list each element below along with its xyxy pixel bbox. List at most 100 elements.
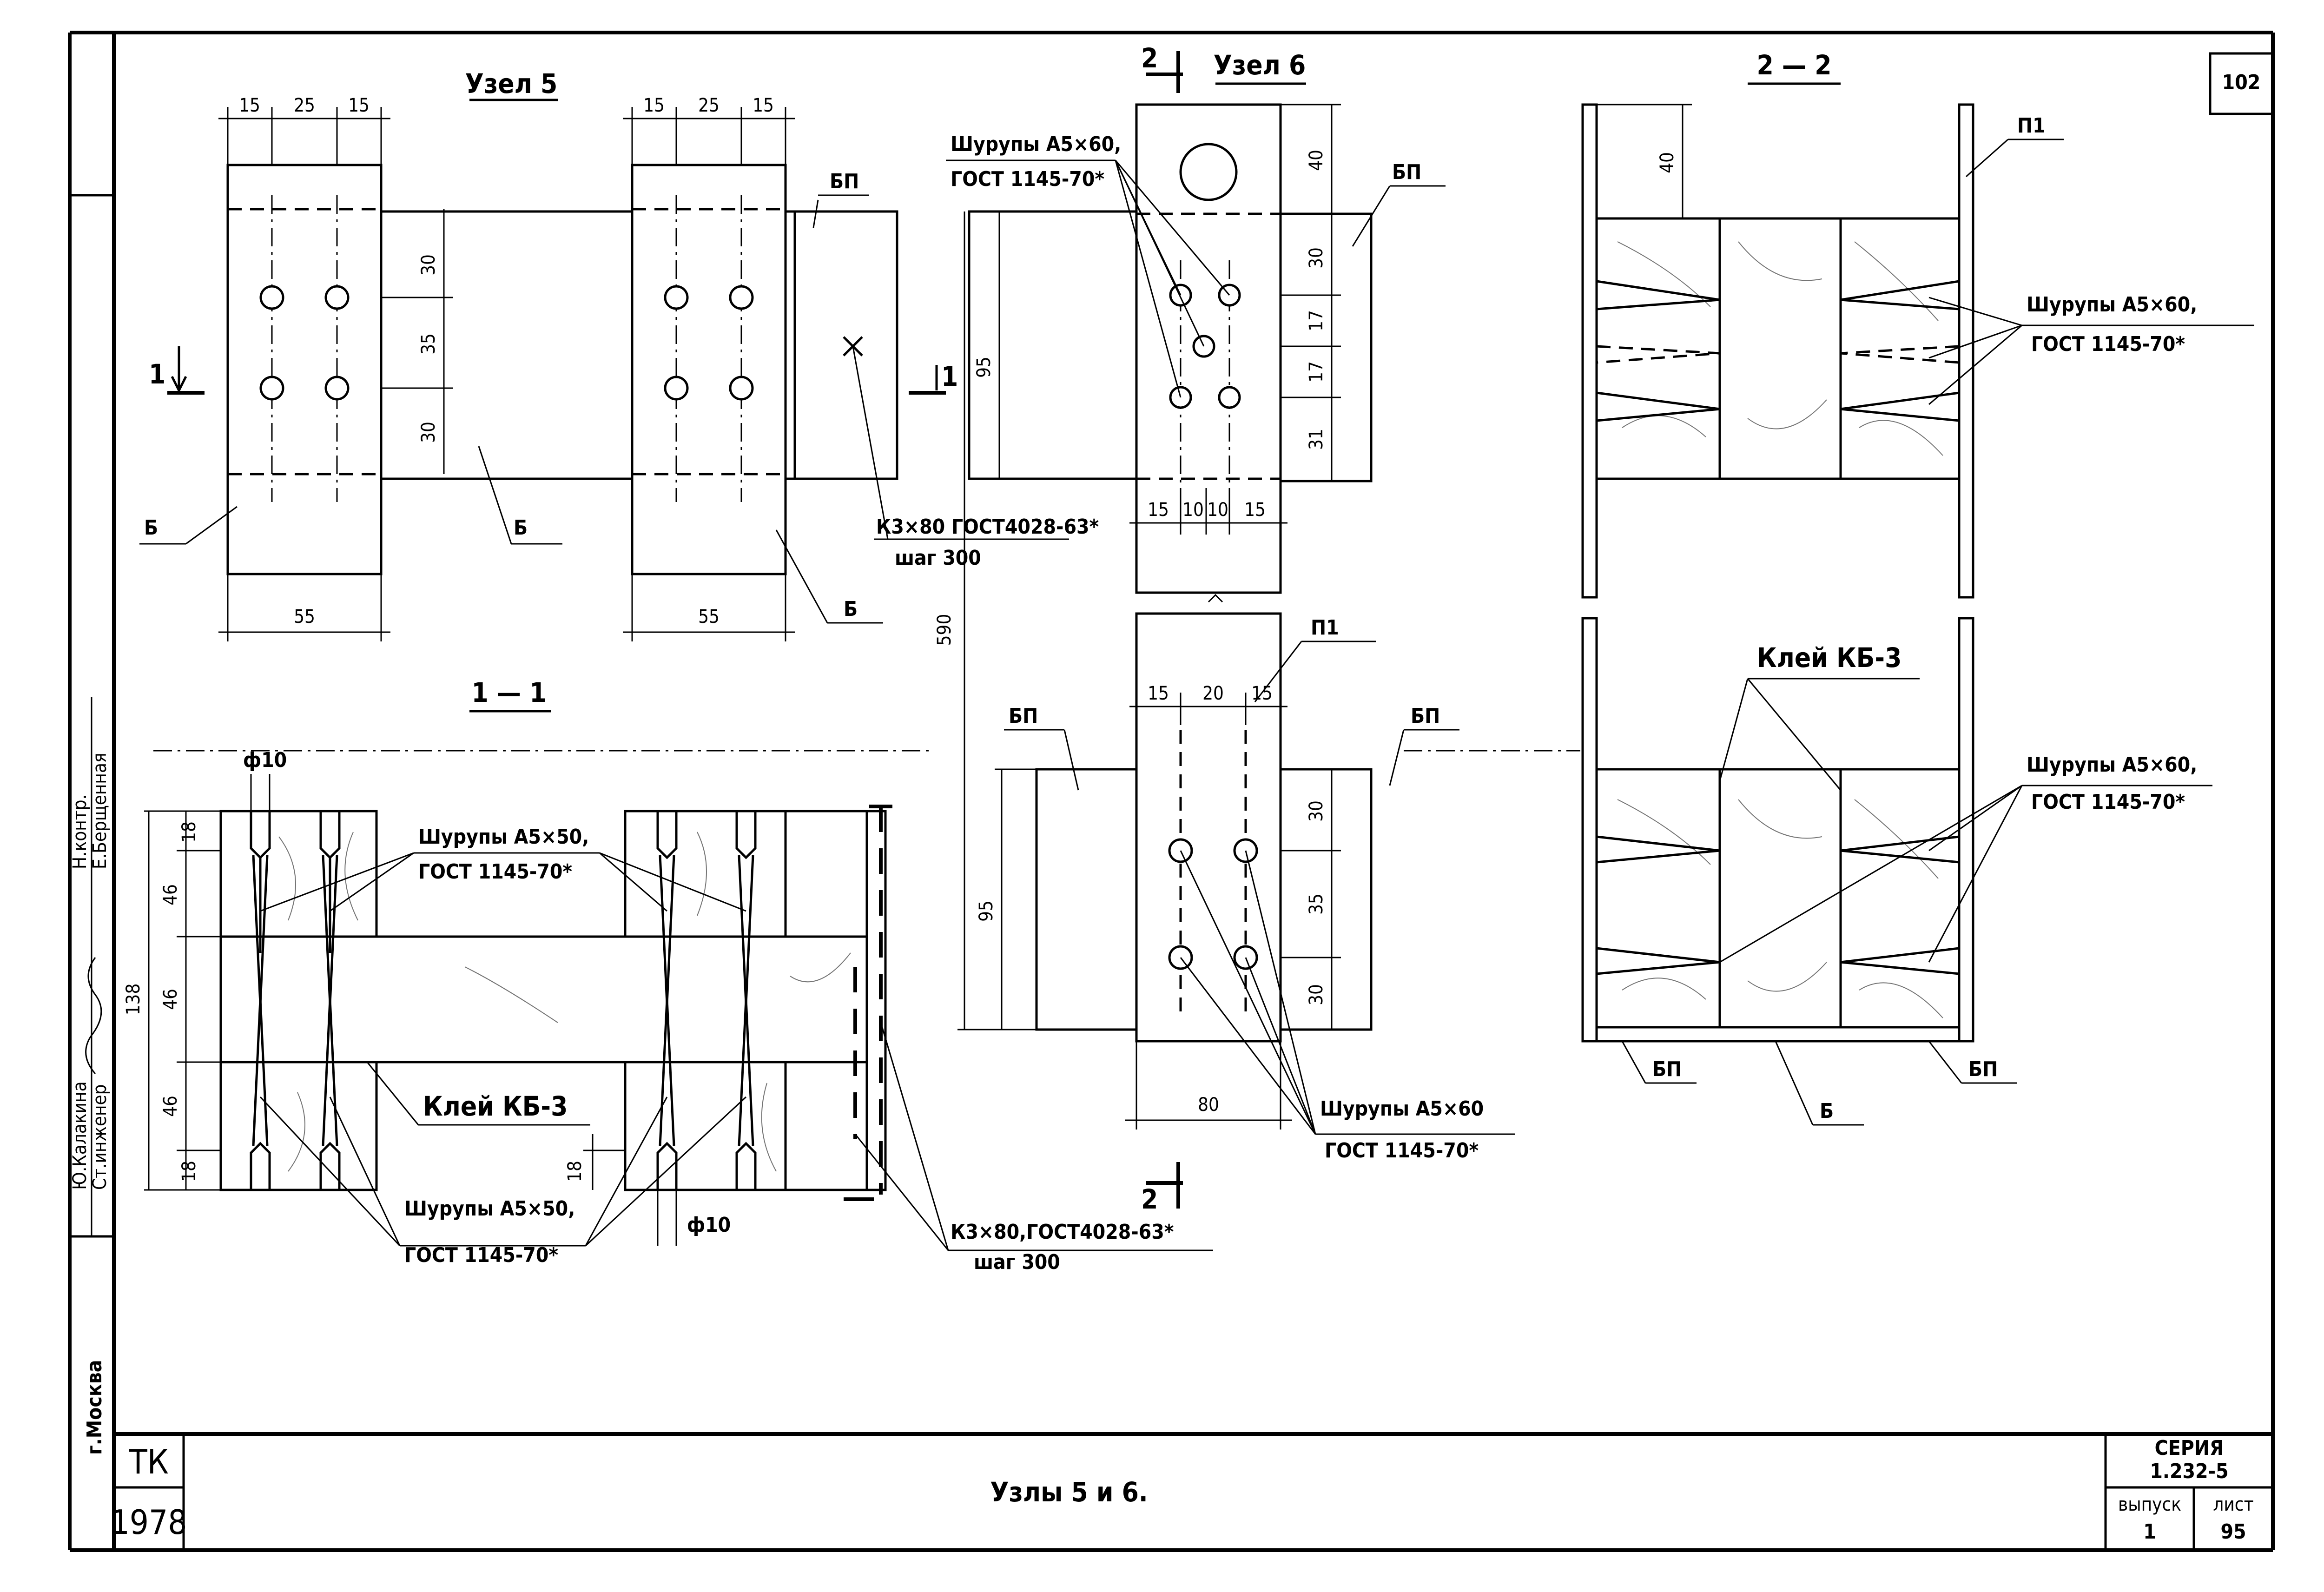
series-value: 1.232-5 xyxy=(2150,1460,2228,1483)
node5-dim-top-1: 15 xyxy=(239,95,260,116)
issue-label: выпуск xyxy=(2118,1494,2181,1515)
node6-dim-lh-2: 20 xyxy=(1202,683,1224,704)
node6-dim-h-2: 10 xyxy=(1182,499,1204,521)
sheet-title: Узлы 5 и 6. xyxy=(990,1476,1148,1508)
node5-dim-v-3: 30 xyxy=(418,422,439,443)
node5-dim-v-2: 35 xyxy=(418,333,439,355)
node5-section-mark-right: 1 xyxy=(941,361,958,392)
node6-dim-lv-1: 30 xyxy=(1306,800,1327,822)
section11-screws-label: Шурупы А5×50, xyxy=(418,825,589,849)
node6-label-p1: П1 xyxy=(1311,616,1339,640)
node6-dim-v-2: 30 xyxy=(1306,247,1327,269)
issue-value: 1 xyxy=(2143,1520,2156,1544)
section22-screws-gost: ГОСТ 1145-70* xyxy=(2031,332,2185,356)
section22-screws-label: Шурупы А5×60, xyxy=(2027,293,2197,317)
node5-nail-step: шаг 300 xyxy=(895,546,981,570)
node5-plan: Узел 5 15 25 15 55 30 35 30 xyxy=(139,68,1099,641)
stamp-role-1: Ст.инженер xyxy=(89,1084,111,1190)
node6-dim-h-3: 10 xyxy=(1207,499,1228,521)
stamp-name-1: Е.Берщенная xyxy=(89,753,111,869)
node5-section-mark-left: 1 xyxy=(149,358,165,390)
node5-dim-top-6: 15 xyxy=(753,95,774,116)
node6-dim-v-1: 40 xyxy=(1306,150,1327,171)
node6-section-mark-top: 2 xyxy=(1141,42,1158,74)
section11-dim-3: 46 xyxy=(160,989,181,1010)
node5-label-b-2: Б xyxy=(514,516,528,540)
node5-label-bp: БП xyxy=(830,170,859,193)
section11-dim-total: 138 xyxy=(123,984,144,1016)
node6-dim-h-4: 15 xyxy=(1244,499,1266,521)
stamp-name-2: Ю.Калакина xyxy=(69,1081,91,1190)
node5-title: Узел 5 xyxy=(465,68,558,99)
section-2-2: 2 — 2 40 П1 Шурупы А5×60, ГОСТ 1145-70* xyxy=(1581,49,2254,1126)
side-stamp: Е.Берщенная Ст.инженер Н.контр. Ю.Калаки… xyxy=(69,194,114,1455)
node5-dim-top-3: 15 xyxy=(348,95,370,116)
section22-label-bp-left: БП xyxy=(1652,1057,1682,1081)
node5-nail-label: К3×80 ГОСТ4028-63* xyxy=(876,515,1099,539)
section22-label-b: Б xyxy=(1820,1099,1834,1123)
title-block: ТК 1978 Узлы 5 и 6. СЕРИЯ 1.232-5 выпуск… xyxy=(111,1432,2273,1550)
series-label: СЕРИЯ xyxy=(2155,1436,2224,1460)
node6-section-mark-bottom: 2 xyxy=(1141,1183,1158,1215)
node6-screws-label: Шурупы А5×60, xyxy=(951,132,1121,156)
section11-screws-gost: ГОСТ 1145-70* xyxy=(418,860,572,884)
node6-label-bp-top: БП xyxy=(1392,160,1421,184)
node6-label-bp-left: БП xyxy=(1009,704,1038,728)
section11-dia-bottom: ф10 xyxy=(687,1213,731,1237)
section11-title: 1 — 1 xyxy=(471,677,546,708)
node6-dim-lv-3: 30 xyxy=(1306,984,1327,1005)
section11-glue-label: Клей КБ-3 xyxy=(423,1090,568,1122)
node6-label-bp-right: БП xyxy=(1411,704,1440,728)
node6-dim-590: 590 xyxy=(934,614,955,646)
node6-dim-95-top: 95 xyxy=(973,357,995,378)
node5-dim-bottom-right: 55 xyxy=(698,606,720,628)
section11-nail-label: К3×80,ГОСТ4028-63* xyxy=(951,1220,1174,1244)
sheet-label: лист xyxy=(2213,1494,2253,1515)
section11-screws-gost2: ГОСТ 1145-70* xyxy=(404,1243,558,1267)
node5-dim-top-5: 25 xyxy=(698,95,720,116)
section11-dim-18: 18 xyxy=(564,1161,586,1182)
node6-dim-v-3: 17 xyxy=(1306,310,1327,331)
node6-title: Узел 6 xyxy=(1214,49,1306,81)
node6-screws-gost: ГОСТ 1145-70* xyxy=(951,167,1104,191)
city-label: г.Москва xyxy=(83,1360,106,1455)
section11-dim-1: 18 xyxy=(178,821,200,843)
section11-dim-4: 46 xyxy=(160,1096,181,1117)
node5-dim-v-1: 30 xyxy=(418,254,439,276)
section22-glue-label: Клей КБ-3 xyxy=(1757,642,1901,674)
section22-dim-40: 40 xyxy=(1657,152,1678,173)
node6-dim-95-bottom: 95 xyxy=(976,900,997,922)
section22-title: 2 — 2 xyxy=(1756,49,1831,81)
node6-dim-lh-1: 15 xyxy=(1148,683,1169,704)
node5-label-b-1: Б xyxy=(144,516,158,540)
node6-dim-h-1: 15 xyxy=(1148,499,1169,521)
node6-screws-gost2: ГОСТ 1145-70* xyxy=(1325,1139,1479,1163)
stamp-role-2: Н.контр. xyxy=(69,794,91,869)
section11-dia-top: ф10 xyxy=(243,748,287,772)
sheet-frame: 10 2 xyxy=(68,31,2275,1552)
node6-dim-v-5: 31 xyxy=(1306,429,1327,450)
sheet-value: 95 xyxy=(2220,1520,2246,1544)
section22-screws-gost2: ГОСТ 1145-70* xyxy=(2031,790,2185,814)
node6-dim-lv-2: 35 xyxy=(1306,893,1327,915)
section11-screws-label2: Шурупы А5×50, xyxy=(404,1197,575,1221)
node5-dim-bottom-left: 55 xyxy=(294,606,315,628)
section22-label-p1: П1 xyxy=(2017,114,2046,138)
node5-label-b-3: Б xyxy=(844,597,858,621)
section11-dim-5: 18 xyxy=(178,1161,200,1182)
year: 1978 xyxy=(111,1503,187,1542)
node6: Узел 6 2 40 30 17 17 31 xyxy=(934,42,1580,1215)
node5-dim-top-2: 25 xyxy=(294,95,315,116)
node6-dim-80: 80 xyxy=(1198,1094,1219,1116)
section11-nail-step: шаг 300 xyxy=(974,1250,1060,1274)
stamp-signature xyxy=(85,957,102,1074)
section22-label-bp-right: БП xyxy=(1968,1057,1998,1081)
node6-screws-label2: Шурупы А5×60 xyxy=(1320,1097,1484,1121)
node5-dim-top-4: 15 xyxy=(643,95,665,116)
section-1-1: 1 — 1 ф10 ф10 xyxy=(123,677,1213,1274)
page-number: 102 xyxy=(2222,71,2261,94)
section22-screws-label2: Шурупы А5×60, xyxy=(2027,753,2197,777)
node6-dim-v-4: 17 xyxy=(1306,361,1327,383)
section11-dim-2: 46 xyxy=(160,884,181,905)
